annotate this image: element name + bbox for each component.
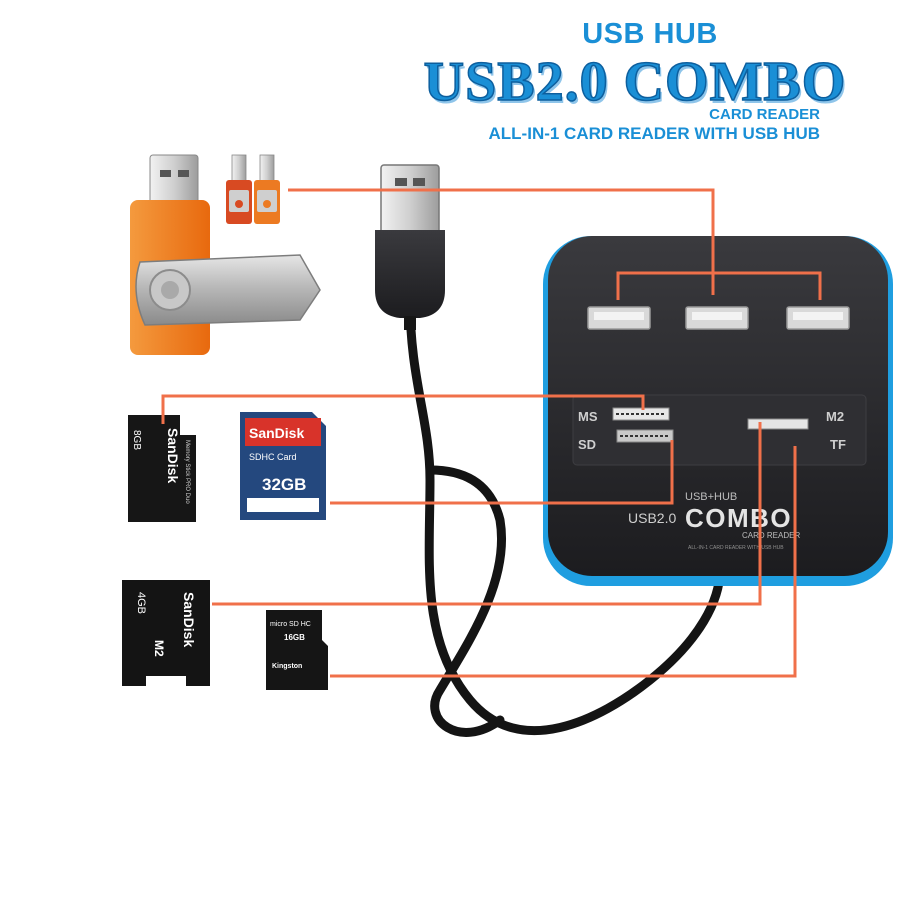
ms-card-capacity: 8GB — [131, 430, 142, 450]
microsd-type: micro SD HC — [270, 621, 311, 628]
usb-combo-hub: MS SD M2 TF USB+HUB USB2.0 COMBO CARD RE… — [543, 236, 893, 586]
device-usb-hub-label: USB+HUB — [685, 491, 737, 503]
connector-m2-slot — [212, 422, 762, 606]
connector-sd-slot — [330, 440, 674, 505]
sd-slot — [616, 429, 674, 443]
ms-card-line: Memory Stick PRO Duo — [184, 440, 190, 504]
sdhc-type: SDHC Card — [249, 452, 297, 462]
flash-drive-large — [130, 154, 321, 355]
usb-cable — [405, 295, 725, 737]
connector-lines — [161, 188, 822, 678]
usb-port-1 — [587, 306, 651, 330]
slot-label-ms: MS — [578, 409, 598, 424]
slot-label-sd: SD — [578, 437, 596, 452]
device-card-reader-label: CARD READER — [742, 531, 800, 540]
card-reader-heading: CARD READER — [709, 106, 820, 123]
all-in-one-tagline: ALL-IN-1 CARD READER WITH USB HUB — [488, 124, 820, 143]
microsd-capacity: 16GB — [284, 633, 305, 642]
flash-drive-small-orange — [254, 154, 280, 224]
sdhc-card: SanDisk SDHC Card 32GB — [240, 412, 326, 520]
m2-card-capacity: 4GB — [135, 592, 147, 614]
ms-pro-duo-card: 8GB SanDisk Memory Stick PRO Duo — [128, 415, 196, 522]
connector-tf-slot — [330, 446, 797, 678]
m2-tf-slot — [747, 418, 809, 430]
usb-port-3 — [786, 306, 850, 330]
microsd-card: micro SD HC 16GB Kingston — [266, 610, 328, 690]
flash-drive-small-red — [226, 154, 252, 224]
m2-card-brand: SanDisk — [181, 592, 197, 647]
combo-title: USB2.0 COMBO — [423, 50, 847, 114]
connector-ms-slot — [161, 394, 645, 424]
ms-slot — [612, 407, 670, 421]
m2-card: 4GB SanDisk M2 — [122, 580, 210, 686]
slot-label-m2: M2 — [826, 409, 844, 424]
connector-flash-to-usb — [288, 188, 715, 295]
device-combo-label: COMBO — [685, 503, 792, 533]
ms-card-brand: SanDisk — [165, 428, 181, 483]
microsd-brand: Kingston — [272, 663, 302, 670]
device-tagline: ALL-IN-1 CARD READER WITH USB HUB — [688, 545, 784, 551]
usb-hub-heading: USB HUB — [582, 18, 718, 50]
connector-usb-bridge — [616, 271, 822, 300]
device-usb20-label: USB2.0 — [628, 510, 676, 526]
m2-card-type: M2 — [152, 640, 166, 657]
sdhc-brand: SanDisk — [249, 425, 304, 441]
usb-plug — [375, 164, 445, 330]
slot-label-tf: TF — [830, 437, 846, 452]
sdhc-capacity: 32GB — [262, 475, 306, 494]
usb-port-2 — [685, 306, 749, 330]
